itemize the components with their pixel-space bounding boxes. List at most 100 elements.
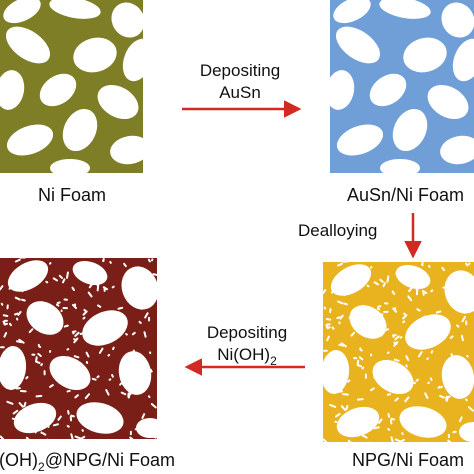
nanopore xyxy=(48,350,52,353)
pore xyxy=(0,70,25,110)
panel-nioh2-npg-ni-foam xyxy=(0,258,157,439)
nanopore xyxy=(342,393,349,396)
nanopore xyxy=(16,317,19,321)
nanopore xyxy=(81,429,84,432)
nanopore xyxy=(150,258,154,262)
nanopore xyxy=(386,275,390,283)
nanopore xyxy=(447,433,450,439)
nanopore xyxy=(390,419,393,425)
nanopore xyxy=(6,400,14,405)
nanopore xyxy=(3,332,8,338)
nanopore xyxy=(331,326,335,330)
nanopore xyxy=(125,333,128,336)
nanopore xyxy=(377,305,382,308)
nanopore xyxy=(387,413,391,418)
nanopore xyxy=(60,309,63,313)
nanopore xyxy=(28,328,34,334)
nanopore xyxy=(382,282,386,288)
nanopore xyxy=(31,353,36,356)
nanopore xyxy=(149,351,152,355)
step1-line1: Depositing xyxy=(200,61,280,80)
nanopore xyxy=(458,416,463,423)
nanopore xyxy=(323,289,327,295)
nanopore xyxy=(73,338,78,342)
pore xyxy=(427,84,469,120)
nanopore xyxy=(358,356,364,361)
nanopore xyxy=(45,280,49,284)
nanopore xyxy=(35,394,43,398)
nanopore xyxy=(429,377,433,382)
nanopore xyxy=(66,424,70,428)
nanopore xyxy=(356,398,364,401)
pore xyxy=(459,422,474,442)
nanopore xyxy=(57,415,62,421)
nanopore xyxy=(426,357,429,361)
nanopore xyxy=(82,310,88,316)
label-nioh2-subscript: 2 xyxy=(38,460,45,474)
pore xyxy=(369,73,407,107)
pore xyxy=(336,406,380,438)
nanopore xyxy=(14,258,21,263)
nanopore xyxy=(343,302,348,306)
nanopore xyxy=(67,409,70,415)
nanopore xyxy=(85,351,90,358)
nanopore xyxy=(341,262,349,263)
pore xyxy=(3,0,41,24)
nanopore xyxy=(12,409,19,415)
pore xyxy=(323,350,350,394)
nanopore xyxy=(461,315,466,323)
nanopore xyxy=(325,317,332,321)
pore xyxy=(330,264,372,296)
pore xyxy=(395,264,431,290)
pore xyxy=(392,108,428,152)
nanopore xyxy=(73,355,80,359)
nanopore xyxy=(107,353,111,357)
nanopore xyxy=(325,324,329,330)
nanopore xyxy=(393,358,400,362)
nanopore xyxy=(323,438,328,442)
nanopore xyxy=(71,303,78,310)
pore xyxy=(452,38,474,82)
nanopore xyxy=(2,320,7,326)
nanopore xyxy=(141,413,146,419)
label-ni-foam: Ni Foam xyxy=(38,185,106,205)
nanopore xyxy=(376,307,381,311)
nanopore xyxy=(326,335,330,342)
pore xyxy=(441,2,474,38)
nanopore xyxy=(378,418,383,424)
nanopore xyxy=(74,435,82,439)
nanopore xyxy=(63,298,68,301)
pore xyxy=(349,305,387,339)
nanopore xyxy=(394,438,402,442)
nanopore xyxy=(386,393,392,396)
nanopore xyxy=(466,354,469,358)
nanopore xyxy=(85,360,89,365)
nanopore xyxy=(421,290,428,295)
pore xyxy=(49,355,91,391)
nanopore xyxy=(402,320,406,324)
nanopore xyxy=(123,262,127,268)
pore xyxy=(121,266,157,310)
nanopore xyxy=(383,310,389,313)
nanopore xyxy=(147,395,151,399)
nanopore xyxy=(70,414,75,418)
nanopore xyxy=(111,285,115,289)
panel-ni-foam xyxy=(0,0,143,173)
nanopore xyxy=(80,435,86,439)
nanopore xyxy=(393,341,398,345)
nanopore xyxy=(404,396,410,403)
nanopore xyxy=(71,286,76,292)
nanopore xyxy=(109,260,112,264)
nanopore xyxy=(71,330,77,333)
nanopore xyxy=(48,262,52,265)
nanopore xyxy=(91,377,97,381)
nanopore xyxy=(82,316,86,320)
nanopore xyxy=(334,412,341,418)
nanopore xyxy=(148,316,151,322)
nanopore xyxy=(66,348,70,351)
nanopore xyxy=(417,351,423,358)
nanopore xyxy=(0,435,5,439)
nanopore xyxy=(119,382,123,386)
